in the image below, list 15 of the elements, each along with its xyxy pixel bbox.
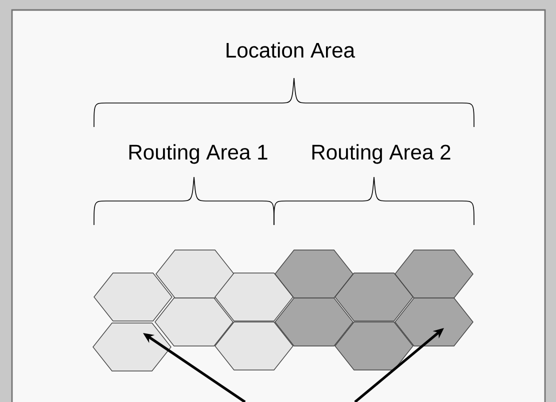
hexagon-cell — [94, 272, 172, 322]
hexagon-cell — [394, 298, 474, 346]
hexagon-cell — [214, 322, 294, 370]
area-label: Routing Area 2 — [312, 144, 450, 164]
hexagon-cell — [334, 272, 414, 322]
hexagon-cell — [334, 322, 414, 370]
hexagon-cell — [274, 298, 354, 346]
hexagon-cell — [394, 250, 474, 298]
hexagon-cell — [154, 298, 234, 346]
hexagon-cell — [92, 322, 172, 372]
area-label: Location Area — [226, 42, 356, 58]
hexagon-cell — [156, 250, 234, 298]
hexagon-cell — [274, 250, 354, 298]
area-label: Routing Area 1 — [129, 144, 268, 164]
hexagon-cell — [214, 272, 294, 322]
